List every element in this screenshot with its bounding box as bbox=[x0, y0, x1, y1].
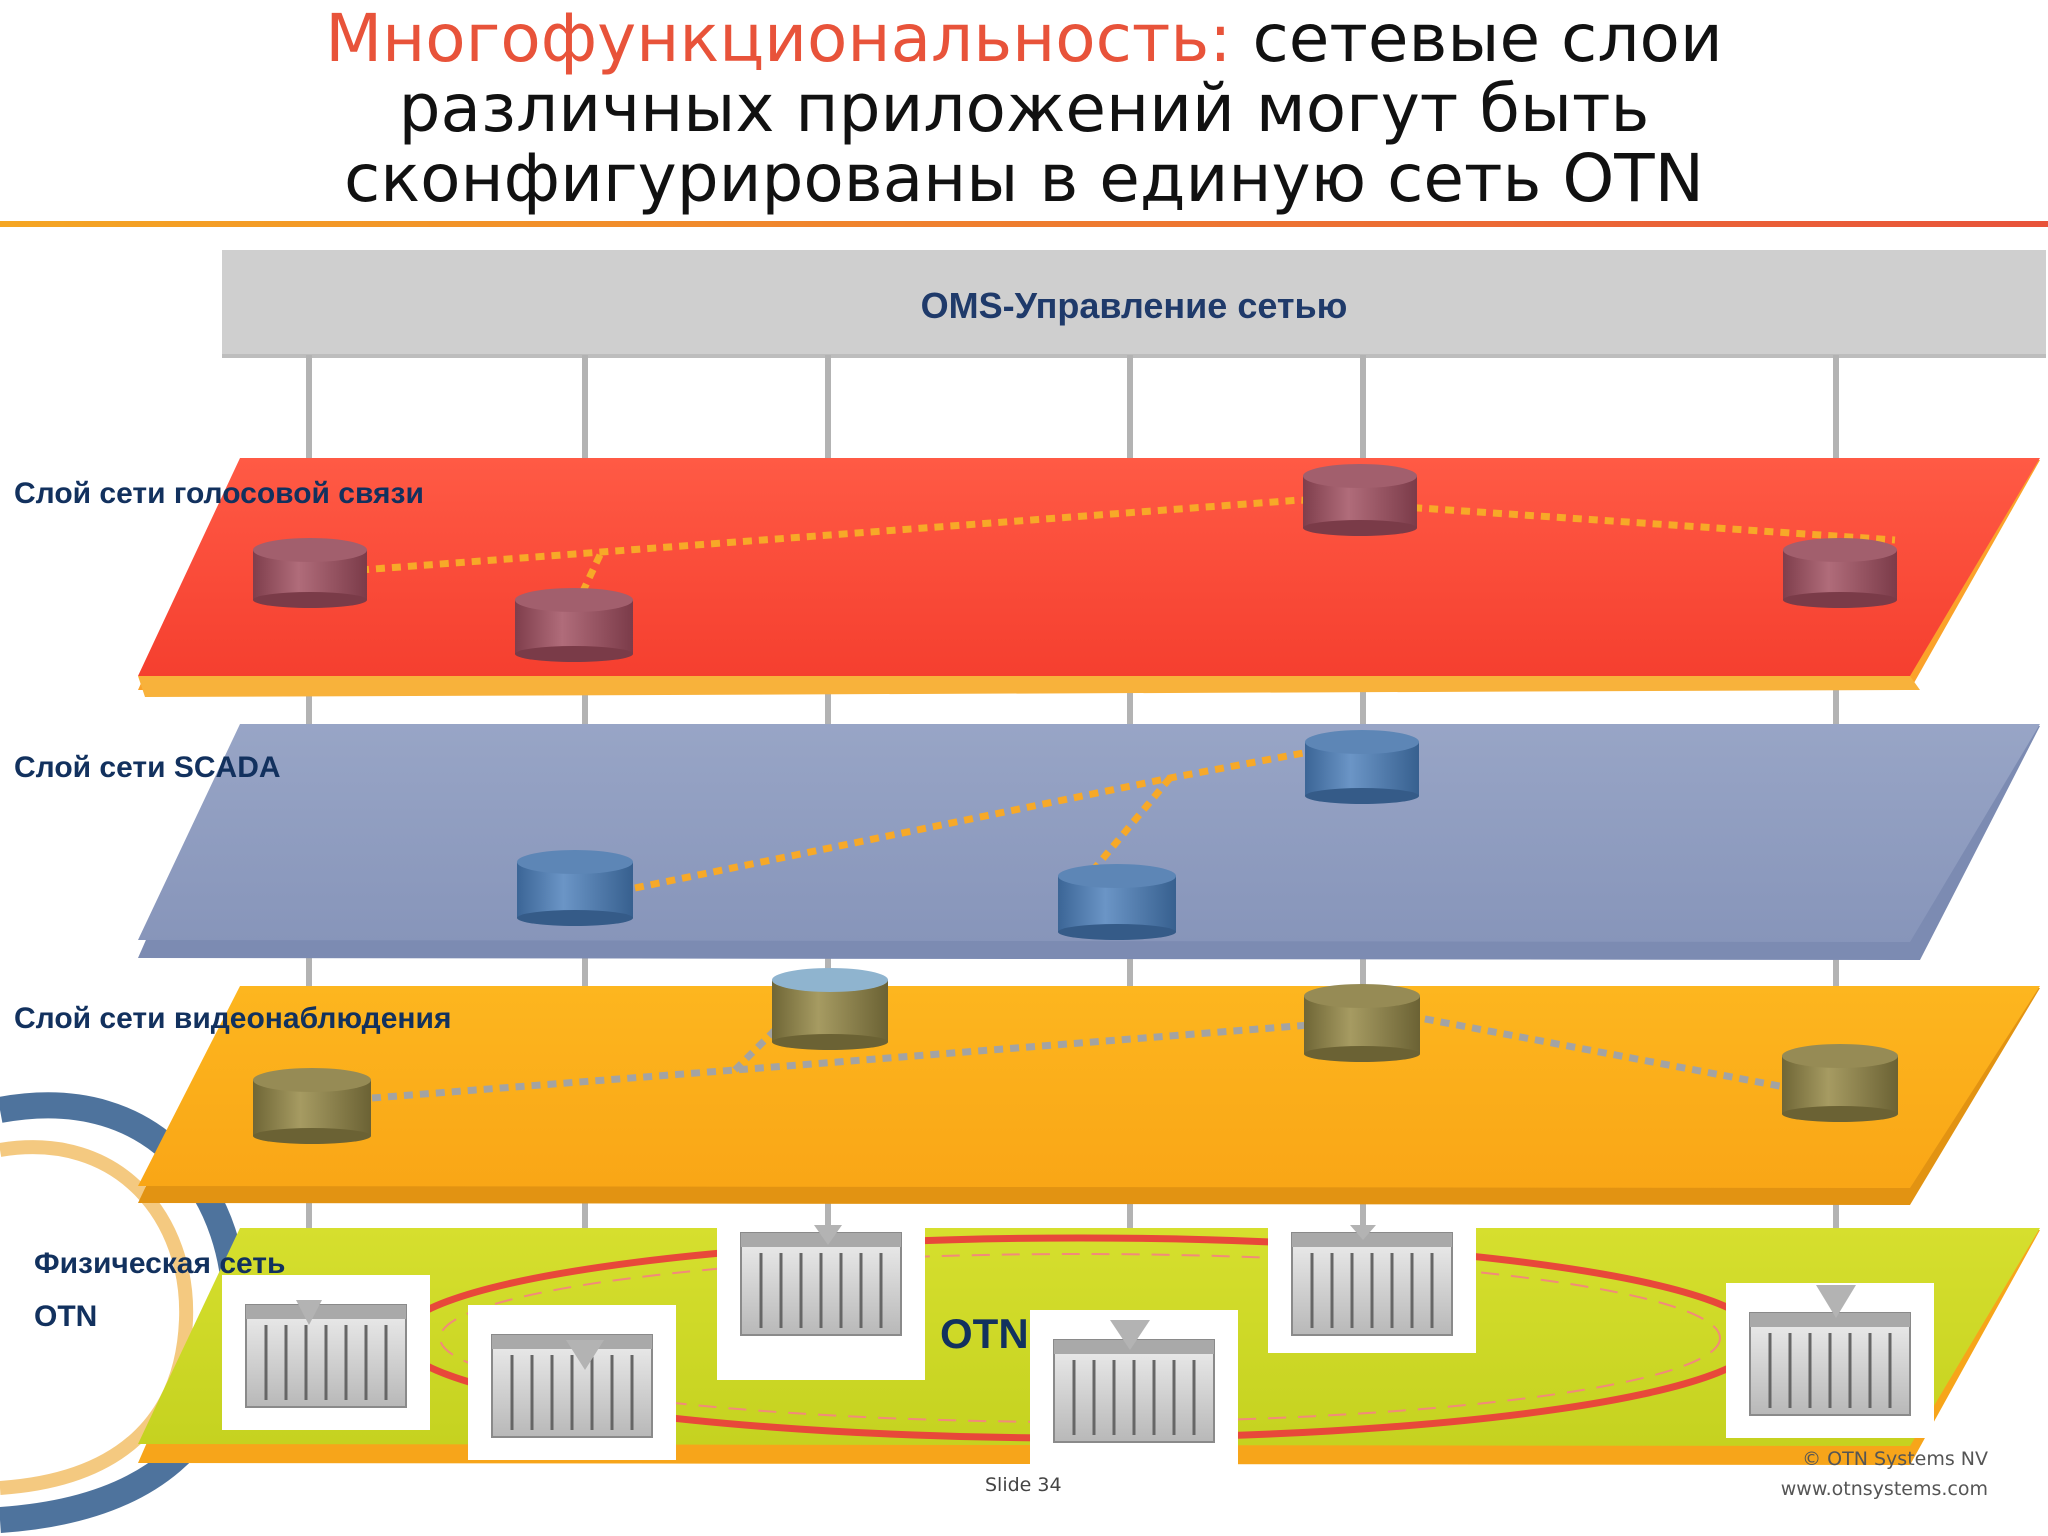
video-layer-plane bbox=[138, 986, 2040, 1205]
voice-nodes bbox=[253, 464, 1897, 662]
title-divider bbox=[0, 221, 2048, 227]
otn-device-icon bbox=[222, 1275, 430, 1430]
title-line2: различных приложений могут быть bbox=[398, 70, 1650, 147]
otn-device-icon bbox=[1726, 1283, 1934, 1438]
company-name: © OTN Systems NV bbox=[1802, 1448, 1988, 1470]
scada-node bbox=[1058, 864, 1176, 940]
video-node bbox=[1782, 1044, 1898, 1122]
scada-layer-label: Слой сети SCADA bbox=[14, 751, 281, 784]
scada-node bbox=[1305, 730, 1419, 804]
video-layer-label: Слой сети видеонаблюдения bbox=[14, 1002, 452, 1035]
scada-nodes bbox=[517, 730, 1419, 940]
otn-device-icon bbox=[1030, 1310, 1238, 1515]
scada-node bbox=[517, 850, 633, 926]
video-node bbox=[1304, 984, 1420, 1062]
voice-node bbox=[515, 588, 633, 662]
video-links bbox=[371, 1014, 1791, 1102]
title-line3: сконфигурированы в единую сеть OTN bbox=[344, 140, 1704, 217]
slide-title: Многофункциональность: сетевые слои разл… bbox=[0, 0, 2048, 214]
voice-layer-label: Слой сети голосовой связи bbox=[14, 477, 424, 510]
otn-device-icon bbox=[717, 1225, 925, 1380]
company-url: www.otnsystems.com bbox=[1780, 1478, 1988, 1500]
voice-node bbox=[1303, 464, 1417, 536]
otn-device-icon bbox=[468, 1305, 676, 1460]
oms-bar-label: OMS-Управление сетью bbox=[920, 285, 1348, 326]
company-info: © OTN Systems NV www.otnsystems.com bbox=[1781, 1444, 1988, 1504]
physical-layer-label-line2: OTN bbox=[34, 1300, 98, 1333]
otn-center-label: OTN bbox=[940, 1310, 1029, 1357]
otn-devices bbox=[222, 1225, 1934, 1515]
title-line1-rest: сетевые слои bbox=[1231, 0, 1723, 77]
otn-device-icon bbox=[1268, 1225, 1476, 1353]
video-nodes bbox=[253, 968, 1898, 1144]
voice-node bbox=[1783, 538, 1897, 608]
down-arrows bbox=[296, 1225, 1856, 1370]
oms-bar bbox=[222, 250, 2046, 354]
video-node bbox=[253, 1068, 371, 1144]
physical-layer-label-line1: Физическая сеть bbox=[34, 1247, 286, 1280]
video-node bbox=[772, 968, 888, 1050]
title-accent: Многофункциональность: bbox=[325, 0, 1232, 77]
voice-node bbox=[253, 538, 367, 608]
slide-number: Slide 34 bbox=[985, 1474, 1062, 1496]
